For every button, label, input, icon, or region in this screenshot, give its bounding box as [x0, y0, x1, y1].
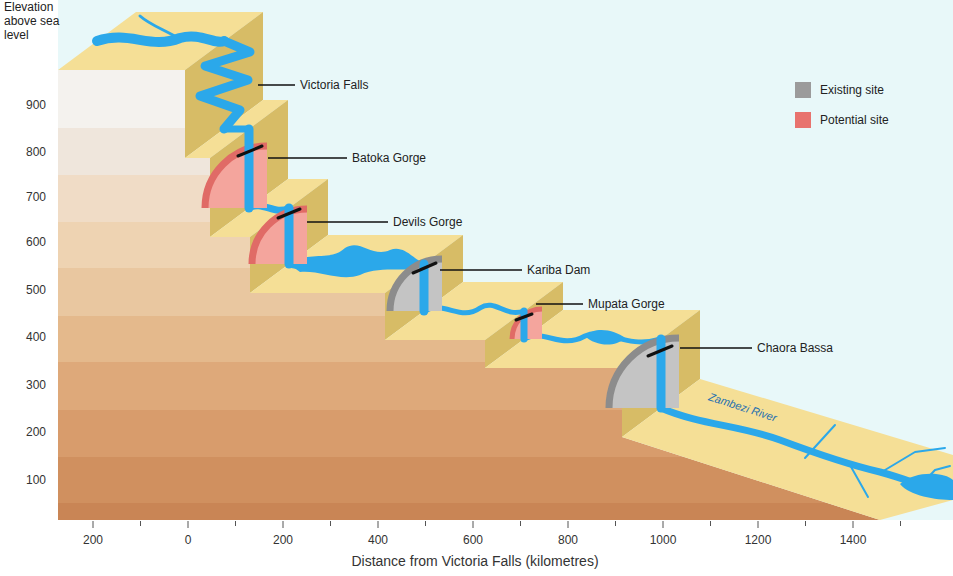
- tick-mark: [568, 521, 569, 528]
- site-label: Kariba Dam: [527, 263, 590, 277]
- legend-swatch: [795, 82, 811, 98]
- tick-mark: [378, 521, 379, 528]
- tick-mark: [473, 521, 474, 528]
- tick-label: 400: [26, 330, 46, 344]
- river-segment: [140, 16, 178, 38]
- elevation-bands: [58, 0, 953, 520]
- dam-crest: [648, 346, 672, 356]
- existing-dam: [390, 259, 442, 311]
- axis-title: Distance from Victoria Falls (kilometres…: [351, 553, 598, 570]
- legend-text: Existing site: [820, 83, 884, 97]
- river-delta: [900, 474, 953, 500]
- legend-text: Potential site: [820, 113, 889, 127]
- tick-label: 1200: [745, 533, 772, 547]
- tick-label: 900: [26, 98, 46, 112]
- site-label: Chaora Bassa: [757, 341, 833, 355]
- leader-lines: [258, 85, 752, 348]
- tick-label: 300: [26, 378, 46, 392]
- waterfalls: [200, 41, 661, 408]
- river-segment: [97, 36, 224, 42]
- tick-mark: [283, 521, 284, 528]
- legend-swatch: [795, 112, 811, 128]
- site-label: Devils Gorge: [393, 215, 462, 229]
- tick-label: 1400: [840, 533, 867, 547]
- tick-mark: [615, 521, 616, 526]
- tick-label: 500: [26, 283, 46, 297]
- dam-crest: [238, 146, 262, 156]
- dam-sites: [205, 146, 679, 408]
- tick-mark: [235, 521, 236, 526]
- potential-dam: [252, 209, 307, 264]
- tick-label: 600: [26, 235, 46, 249]
- tick-mark: [758, 521, 759, 528]
- tick-mark: [710, 521, 711, 526]
- river-course: [97, 16, 953, 497]
- elevation-band: [58, 503, 953, 520]
- axis-title: Elevation above sea level: [4, 1, 66, 42]
- potential-dam: [512, 309, 542, 339]
- tick-label: 0: [185, 533, 192, 547]
- tick-label: 700: [26, 190, 46, 204]
- tick-label: 600: [463, 533, 483, 547]
- site-label: Victoria Falls: [300, 78, 368, 92]
- tick-mark: [853, 521, 854, 528]
- leader-line: [307, 221, 388, 223]
- tick-mark: [188, 521, 189, 528]
- site-label: Batoka Gorge: [352, 151, 426, 165]
- elevation-band: [58, 362, 953, 410]
- leader-line: [440, 269, 522, 271]
- tick-label: 400: [368, 533, 388, 547]
- tick-label: 800: [26, 145, 46, 159]
- tick-label: 100: [26, 473, 46, 487]
- tick-label: 200: [273, 533, 293, 547]
- tick-mark: [93, 521, 94, 528]
- tick-label: 200: [26, 425, 46, 439]
- tick-label: 800: [558, 533, 578, 547]
- axis-ticks: [93, 521, 901, 528]
- leader-line: [680, 347, 752, 349]
- existing-dam: [609, 338, 679, 408]
- tick-mark: [805, 521, 806, 526]
- tick-mark: [520, 521, 521, 526]
- potential-dam: [205, 146, 267, 208]
- victoria-falls-water: [200, 41, 250, 129]
- existing-dam: [390, 259, 442, 311]
- tick-mark: [663, 521, 664, 528]
- dam-crest: [516, 314, 532, 320]
- elevation-band: [58, 222, 953, 268]
- dam-crests: [238, 146, 672, 356]
- tick-mark: [425, 521, 426, 526]
- tick-mark: [900, 521, 901, 526]
- dam-crest: [278, 209, 300, 218]
- potential-dam: [252, 209, 307, 264]
- potential-dam: [512, 309, 542, 339]
- staircase-terrain: [58, 12, 953, 520]
- leader-line: [268, 157, 347, 159]
- tick-mark: [330, 521, 331, 526]
- dam-crest: [413, 263, 436, 273]
- waterfall: [245, 129, 254, 208]
- tributary: [805, 425, 835, 458]
- lake: [585, 330, 625, 345]
- elevation-band: [58, 175, 953, 222]
- leader-line: [258, 84, 295, 86]
- tick-label: 1000: [650, 533, 677, 547]
- existing-dam: [609, 338, 679, 408]
- potential-dam: [205, 146, 267, 208]
- site-label: Mupata Gorge: [588, 297, 665, 311]
- tributary: [850, 465, 868, 497]
- leader-line: [536, 303, 583, 305]
- tick-mark: [140, 521, 141, 526]
- tick-label: 200: [83, 533, 103, 547]
